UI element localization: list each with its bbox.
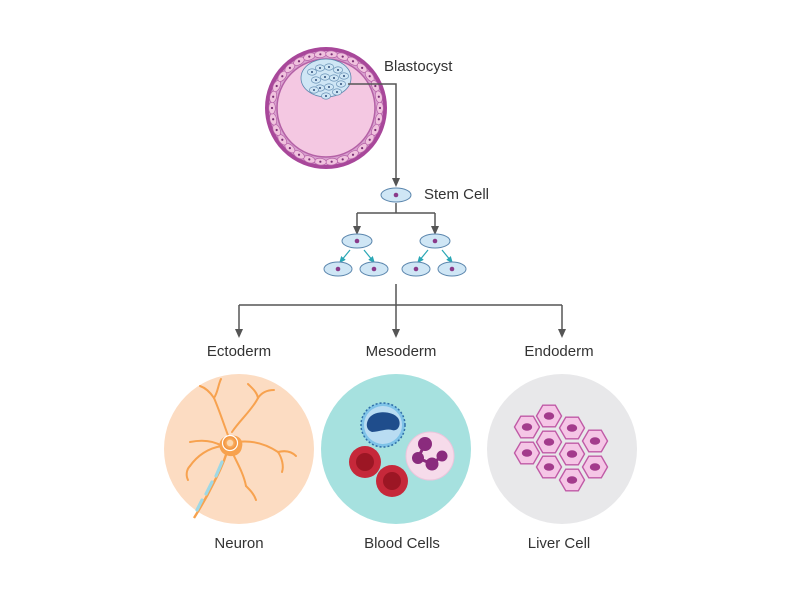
teal-division-arrows	[339, 249, 453, 264]
inner-cell-mass	[300, 58, 352, 100]
trophoblast-nucleus	[319, 53, 322, 56]
mesoderm-label: Mesoderm	[365, 343, 437, 360]
hepatocyte-nucleus	[543, 412, 555, 420]
trophoblast-nucleus	[351, 60, 355, 63]
stem-cell-label: Stem Cell	[424, 186, 490, 203]
trophoblast-nucleus	[275, 84, 278, 88]
liver-cell-label: Liver Cell	[527, 535, 591, 552]
trophoblast-nucleus	[374, 84, 377, 88]
trophoblast-nucleus	[319, 160, 322, 163]
hepatocyte-nucleus	[566, 476, 578, 484]
inner-cell-nucleus	[328, 66, 330, 68]
endoderm-label: Endoderm	[524, 343, 594, 360]
hepatocyte-nucleus	[543, 463, 555, 471]
trophoblast-nucleus	[288, 147, 291, 150]
red-blood-cell-2	[376, 465, 408, 497]
trophoblast-nucleus	[308, 158, 311, 161]
trophoblast-nucleus	[308, 55, 311, 58]
arrow-blastocyst-to-stem	[348, 83, 400, 187]
daughter-cell-right	[419, 233, 451, 249]
neuron-label: Neuron	[214, 535, 264, 552]
inner-cell-nucleus	[328, 86, 330, 88]
hepatocyte-nucleus	[589, 463, 601, 471]
blood-cells-illustration	[321, 374, 471, 524]
trophoblast-nucleus	[361, 66, 364, 69]
trophoblast-nucleus	[330, 160, 333, 163]
inner-cell-nucleus	[333, 77, 335, 79]
trophoblast-nucleus	[272, 118, 275, 121]
lymphocyte	[360, 402, 406, 448]
trophoblast-nucleus	[378, 106, 382, 110]
blood-cells-label: Blood Cells	[364, 535, 440, 552]
hepatocyte-nucleus	[543, 438, 555, 446]
inner-cell-nucleus	[315, 79, 317, 81]
trophoblast-nucleus	[351, 153, 355, 156]
inner-cell-nucleus	[313, 89, 315, 91]
granddaughter-cells	[323, 261, 467, 277]
inner-cell-nucleus	[311, 71, 313, 73]
blastocyst-illustration	[265, 47, 387, 169]
ectoderm-label: Ectoderm	[206, 343, 272, 360]
trophoblast-cells	[268, 50, 384, 166]
trophoblast-nucleus	[368, 138, 371, 141]
liver-cell-illustration	[487, 374, 637, 524]
trophoblast-nucleus	[361, 147, 364, 150]
hepatocyte-nucleus	[521, 449, 533, 457]
daughter-cell-left	[341, 233, 373, 249]
inner-cell-nucleus	[343, 75, 345, 77]
inner-cell-nucleus	[340, 83, 342, 85]
trophoblast-nucleus	[288, 66, 291, 69]
stem-cell	[380, 187, 412, 203]
hepatocyte-nucleus	[566, 450, 578, 458]
neutrophil	[405, 431, 455, 481]
trophoblast-nucleus	[297, 60, 301, 63]
inner-cell-nucleus	[337, 69, 339, 71]
trophoblast-nucleus	[297, 153, 301, 156]
trophoblast-nucleus	[341, 158, 344, 161]
inner-cell-nucleus	[336, 91, 338, 93]
neuron-illustration	[164, 374, 314, 524]
arrow-germ-layer-split	[239, 284, 562, 306]
trophoblast-nucleus	[272, 95, 275, 98]
inner-cell-nucleus	[325, 95, 327, 97]
blastocyst-label: Blastocyst	[384, 58, 453, 75]
trophoblast-nucleus	[374, 128, 377, 132]
trophoblast-nucleus	[270, 106, 274, 110]
inner-cell-nucleus	[319, 67, 321, 69]
trophoblast-nucleus	[281, 138, 284, 141]
hepatocyte-nucleus	[521, 423, 533, 431]
inner-cell-nucleus	[324, 76, 326, 78]
trophoblast-nucleus	[281, 75, 284, 78]
red-blood-cell-1	[349, 446, 381, 478]
hepatocyte-cells	[513, 404, 609, 492]
inner-cell-nucleus	[319, 87, 321, 89]
trophoblast-nucleus	[330, 53, 333, 56]
trophoblast-nucleus	[341, 55, 344, 58]
hepatocyte-nucleus	[566, 424, 578, 432]
hepatocyte-nucleus	[589, 437, 601, 445]
trophoblast-nucleus	[275, 128, 278, 132]
trophoblast-nucleus	[368, 75, 371, 78]
trophoblast-nucleus	[377, 118, 380, 121]
arrow-stem-split	[357, 203, 435, 214]
trophoblast-nucleus	[377, 95, 380, 98]
